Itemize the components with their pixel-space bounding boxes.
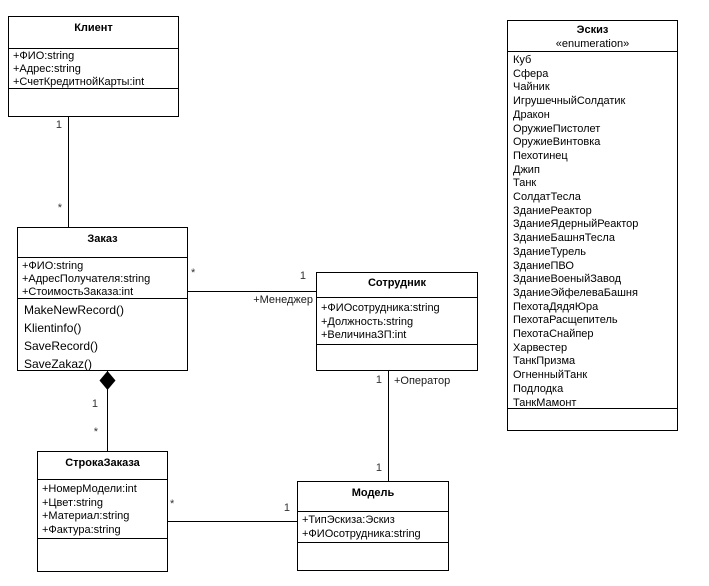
edge-strokazakaza-model: [168, 521, 297, 522]
class-strokazakaza: СтрокаЗаказа +НомерМодели:int+Цвет:strin…: [37, 451, 168, 572]
enum-eskiz-empty-compartment: [508, 409, 677, 430]
attribute-item: +СтоимостьЗаказа:int: [22, 286, 134, 299]
edge-klient-zakaz: [68, 117, 69, 227]
class-model-methods: [298, 543, 448, 570]
attribute-item: +ФИОсотрудника:string: [321, 302, 440, 314]
method-item: SaveZakaz(): [24, 357, 93, 371]
class-title-text: Заказ: [87, 233, 118, 245]
class-model-attributes: +ТипЭскиза:Эскиз+ФИОсотрудника:string: [298, 512, 448, 543]
class-strokazakaza-title: СтрокаЗаказа: [38, 452, 167, 480]
enum-value-item: Джип: [513, 163, 540, 176]
class-model-title: Модель: [298, 482, 448, 512]
class-title-text: Сотрудник: [367, 277, 427, 289]
enum-value-item: ПехотаСнайпер: [513, 328, 594, 341]
class-sotrudnik: Сотрудник +ФИОсотрудника:string+Должност…: [316, 272, 478, 371]
enum-value-item: Чайник: [513, 81, 550, 94]
mult-sotrudnik-end-left: 1: [299, 270, 306, 282]
attribute-item: +АдресПолучателя:string: [22, 273, 151, 286]
class-zakaz-methods: MakeNewRecord() Klientinfo() SaveRecord() S…: [18, 299, 187, 373]
role-operator-label: +Оператор: [394, 375, 451, 387]
enum-stereotype-label: «enumeration»: [555, 38, 630, 50]
enum-value-item: Харвестер: [513, 341, 568, 354]
enum-value-item: Танк: [513, 177, 537, 190]
enum-value-item: ПехотаДядяЮра: [513, 300, 599, 313]
class-klient-methods: [9, 89, 178, 116]
enum-value-item: ЗданиеРеактор: [513, 204, 592, 217]
attribute-item: +Адрес:string: [13, 63, 81, 76]
attribute-item: +НомерМодели:int: [42, 483, 137, 495]
enum-value-item: ОгненныйТанк: [513, 369, 588, 382]
enum-value-item: ЗданиеВоеныйЗавод: [513, 273, 621, 286]
method-item: MakeNewRecord(): [24, 303, 125, 317]
class-klient: Клиент +ФИО:string+Адрес:string+СчетКред…: [8, 16, 179, 117]
attribute-item: +ФИО:string: [13, 50, 75, 62]
enum-value-item: ПехотаРасщепитель: [513, 314, 618, 327]
method-item: Klientinfo(): [24, 321, 82, 335]
edge-zakaz-sotrudnik: [188, 291, 316, 292]
role-manager-label: +Менеджер: [253, 294, 313, 306]
enum-value-item: Пехотинец: [513, 149, 568, 162]
attribute-item: +Материал:string: [42, 510, 130, 522]
edge-zakaz-strokazakaza: [107, 371, 108, 451]
class-sotrudnik-attributes: +ФИОсотрудника:string+Должность:string+В…: [317, 298, 477, 345]
mult-klient-end: 1: [55, 119, 62, 131]
mult-zakaz-end-bottom: 1: [91, 398, 98, 410]
enum-value-item: ИгрушечныйСолдатик: [513, 95, 626, 108]
method-item: SaveRecord(): [24, 339, 99, 353]
attribute-item: +Фактура:string: [42, 523, 121, 536]
enum-value-item: ЗданиеТурель: [513, 245, 587, 258]
mult-sotrudnik-end-bottom: 1: [375, 374, 382, 386]
class-sotrudnik-title: Сотрудник: [317, 273, 477, 298]
enum-value-item: Подлодка: [513, 382, 564, 395]
class-strokazakaza-methods: [38, 539, 167, 571]
attribute-item: +ФИО:string: [22, 260, 84, 272]
class-sotrudnik-methods: [317, 345, 477, 370]
attribute-item: +ТипЭскиза:Эскиз: [302, 514, 395, 526]
composition-diamond-icon: [99, 371, 116, 390]
attribute-item: +СчетКредитнойКарты:int: [13, 76, 145, 89]
attribute-item: +ВеличинаЗП:int: [321, 329, 407, 341]
class-strokazakaza-attributes: +НомерМодели:int+Цвет:string+Материал:st…: [38, 480, 167, 539]
class-zakaz-title: Заказ: [18, 228, 187, 258]
enum-value-item: ТанкПризма: [513, 355, 576, 368]
mult-zakaz-end-top: *: [57, 202, 62, 214]
enum-value-item: ОружиеВинтовка: [513, 136, 601, 149]
enum-value-item: ЗданиеЯдерныйРеактор: [513, 218, 639, 231]
enum-title-text: Эскиз: [576, 24, 609, 36]
edge-sotrudnik-model: [388, 371, 389, 481]
enum-value-item: Сфера: [513, 67, 549, 80]
enum-eskiz-header: Эскиз «enumeration»: [508, 21, 677, 52]
class-title-text: Клиент: [74, 22, 113, 34]
mult-model-end-left: 1: [283, 502, 290, 514]
mult-strokazakaza-end-right: *: [170, 498, 175, 510]
class-title-text: Модель: [351, 487, 395, 499]
class-klient-attributes: +ФИО:string+Адрес:string+СчетКредитнойКа…: [9, 49, 178, 89]
enum-value-item: ЗданиеЭйфелеваБашня: [513, 286, 638, 299]
enum-value-item: Куб: [513, 54, 532, 66]
enum-value-item: Дракон: [513, 108, 550, 121]
class-zakaz-attributes: +ФИО:string+АдресПолучателя:string+Стоим…: [18, 258, 187, 299]
enum-value-item: ЗданиеПВО: [513, 259, 574, 272]
class-zakaz: Заказ +ФИО:string+АдресПолучателя:string…: [17, 227, 188, 371]
enum-value-item: ТанкМамонт: [513, 396, 577, 409]
attribute-item: +Цвет:string: [42, 496, 104, 509]
attribute-item: +ФИОсотрудника:string: [302, 527, 421, 540]
mult-zakaz-end-right: *: [191, 267, 196, 279]
enum-value-item: СолдатТесла: [513, 191, 581, 204]
attribute-item: +Должность:string: [321, 315, 414, 328]
class-title-text: СтрокаЗаказа: [65, 457, 140, 469]
enum-value-item: ЗданиеБашняТесла: [513, 232, 615, 245]
enum-value-item: ОружиеПистолет: [513, 122, 601, 135]
mult-strokazakaza-end-top: *: [93, 426, 98, 438]
class-klient-title: Клиент: [9, 17, 178, 49]
mult-model-end-top: 1: [375, 462, 382, 474]
class-model: Модель +ТипЭскиза:Эскиз+ФИОсотрудника:st…: [297, 481, 449, 571]
